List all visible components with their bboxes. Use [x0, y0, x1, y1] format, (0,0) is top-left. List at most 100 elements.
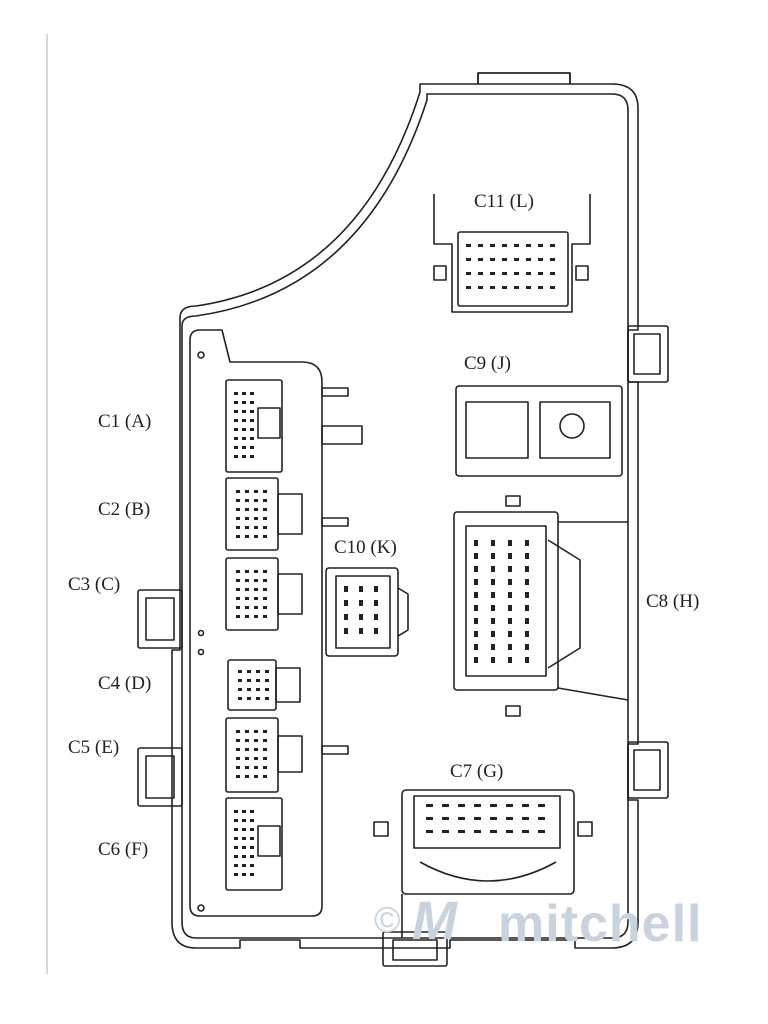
left-tab-c3	[137, 589, 183, 649]
connector-c5-pin	[263, 748, 267, 751]
connector-c3-pin	[254, 606, 258, 609]
connector-c6-pin	[250, 846, 254, 849]
connector-c11-pin	[466, 258, 471, 261]
connector-c6-pin	[242, 855, 246, 858]
connector-c11-pin	[538, 272, 543, 275]
connector-c2-pin	[236, 490, 240, 493]
connector-c10-pin	[344, 600, 348, 606]
connector-c1-pin	[250, 410, 254, 413]
connector-c7-pin	[522, 817, 529, 820]
connector-c7-pin	[474, 804, 481, 807]
connector-c7-pin	[458, 804, 465, 807]
connector-c2-pin	[254, 499, 258, 502]
connector-c6-pin	[234, 864, 238, 867]
connector-c2-pin	[263, 517, 267, 520]
connector-c5-pin	[245, 730, 249, 733]
connector-c1-pin	[250, 437, 254, 440]
connector-c7-pin	[458, 817, 465, 820]
connector-c10-pin	[344, 614, 348, 620]
connector-c10-pin	[359, 586, 363, 592]
connector-c1-pin	[242, 419, 246, 422]
connector-c11-pin	[466, 272, 471, 275]
connector-c5-pin	[245, 766, 249, 769]
connector-c11-pin	[526, 286, 531, 289]
watermark-text: mitchell	[498, 895, 703, 953]
connector-c5	[225, 717, 279, 793]
connector-c6-pin	[242, 864, 246, 867]
connector-c5-pin	[236, 775, 240, 778]
connector-c2-pin	[236, 508, 240, 511]
connector-c8-pin	[491, 631, 495, 637]
connector-c8-pin	[525, 592, 529, 598]
connector-c7-pin	[522, 804, 529, 807]
connector-c1-pin	[242, 410, 246, 413]
connector-c10-pin	[344, 586, 348, 592]
connector-c8-pin	[508, 605, 512, 611]
connector-c3	[225, 557, 279, 631]
connector-c1-pin	[250, 401, 254, 404]
connector-c3-pin	[263, 588, 267, 591]
connector-c4-pin	[256, 697, 260, 700]
connector-c3-pin	[245, 606, 249, 609]
connector-c8-pin	[474, 566, 478, 572]
connector-c7-pin	[538, 804, 545, 807]
label-c7: C7 (G)	[450, 761, 504, 782]
connector-c11-pin	[490, 244, 495, 247]
connector-c1-pin	[242, 437, 246, 440]
connector-c1-pin	[234, 446, 238, 449]
connector-c3-pin	[245, 579, 249, 582]
connector-c2-pin	[263, 508, 267, 511]
connector-c7-pin	[490, 830, 497, 833]
connector-c1-pin	[250, 419, 254, 422]
connector-c4-pin	[238, 697, 242, 700]
connector-c11-pin	[502, 258, 507, 261]
connector-c5-pin	[245, 748, 249, 751]
connector-c3-pin	[254, 588, 258, 591]
connector-c3-pin	[263, 570, 267, 573]
connector-c7-pin	[506, 830, 513, 833]
right-tab-lower	[627, 741, 669, 799]
connector-c2-pin	[254, 508, 258, 511]
connector-c1-pin	[242, 392, 246, 395]
connector-c11-pin	[526, 244, 531, 247]
connector-c7	[401, 789, 575, 895]
connector-c5-pin	[236, 757, 240, 760]
connector-c2-pin	[263, 490, 267, 493]
connector-c1-pin	[234, 392, 238, 395]
connector-c8	[453, 511, 559, 691]
connector-c7-pin	[442, 804, 449, 807]
right-tab-upper	[627, 325, 669, 383]
connector-c10-pin	[374, 586, 378, 592]
connector-c5-pin	[245, 775, 249, 778]
connector-c8-pin	[525, 631, 529, 637]
connector-c3-pin	[236, 597, 240, 600]
connector-c5-pin	[263, 757, 267, 760]
connector-c2-pin	[254, 517, 258, 520]
connector-c8-pin	[508, 592, 512, 598]
connector-c6-pin	[234, 819, 238, 822]
connector-c2-pin	[245, 517, 249, 520]
connector-c5-pin	[254, 775, 258, 778]
label-c5: C5 (E)	[68, 737, 120, 758]
connector-c8-pin	[508, 579, 512, 585]
connector-c6-pin	[242, 846, 246, 849]
connector-c5-pin	[236, 748, 240, 751]
connector-c7-pin	[522, 830, 529, 833]
connector-c11-pin	[514, 272, 519, 275]
connector-c8-pin	[508, 553, 512, 559]
connector-c8-pin	[508, 631, 512, 637]
bottom-tab	[382, 931, 448, 967]
connector-c5-pin	[245, 757, 249, 760]
connector-c11-pin	[550, 258, 555, 261]
connector-c8-pin	[525, 553, 529, 559]
connector-c11-pin	[490, 286, 495, 289]
connector-c2	[225, 477, 279, 551]
connector-c1-pin	[242, 428, 246, 431]
connector-c8-pin	[491, 579, 495, 585]
label-c1: C1 (A)	[98, 411, 152, 432]
connector-c10-pin	[359, 600, 363, 606]
connector-c4-pin	[247, 679, 251, 682]
connector-c3-pin	[245, 597, 249, 600]
connector-c8-pin	[491, 644, 495, 650]
connector-c8-pin	[474, 592, 478, 598]
